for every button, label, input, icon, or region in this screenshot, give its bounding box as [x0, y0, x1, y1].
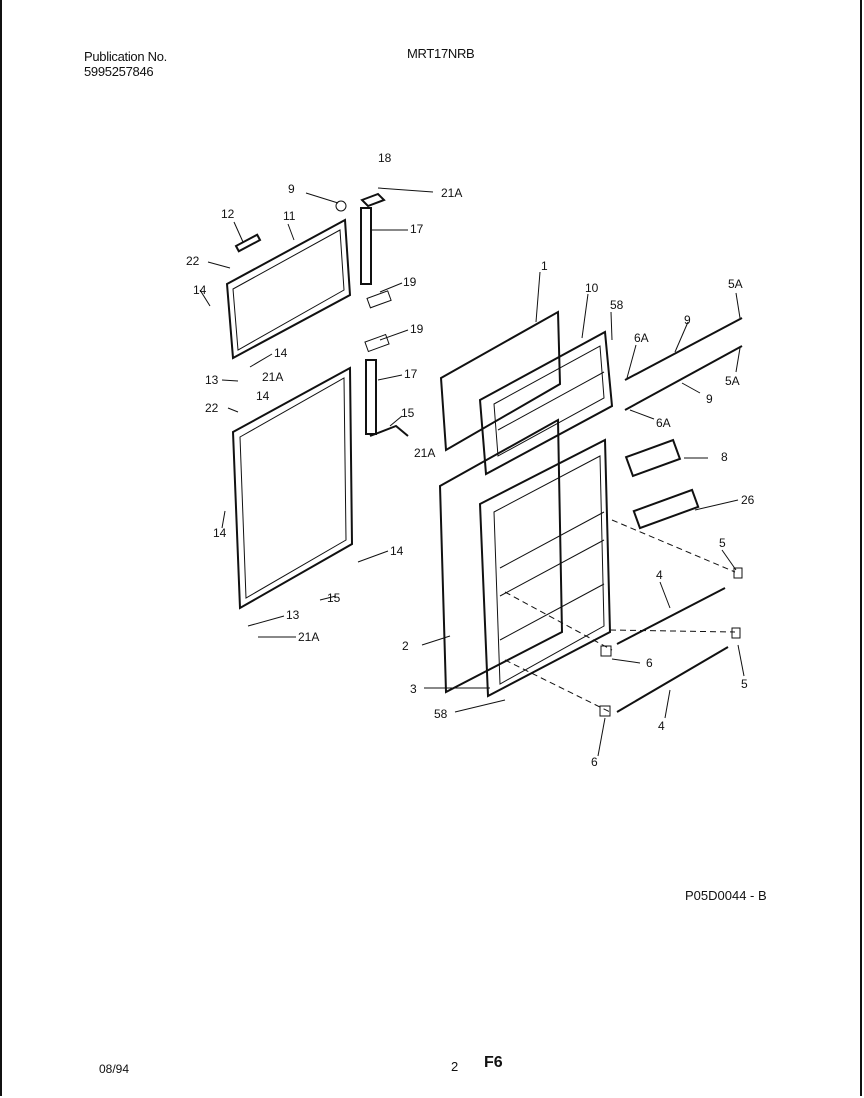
callout-18-upper: 17	[410, 222, 424, 236]
callout-26: 26	[741, 493, 755, 507]
model-number: MRT17NRB	[407, 46, 475, 61]
callout-5a-upper: 5A	[728, 277, 743, 291]
part-17	[369, 424, 409, 437]
diagram-id: P05D0044 - B	[685, 888, 767, 903]
callout-14-c: 14	[256, 389, 270, 403]
part-10	[335, 200, 347, 212]
handle-part-12	[234, 233, 262, 253]
callout-22-upper: 22	[186, 254, 200, 268]
callout-14-a: 14	[193, 283, 207, 297]
callout-15: 15	[327, 591, 341, 605]
part-7-butter-door	[624, 438, 682, 478]
freezer-door-liner	[225, 218, 352, 360]
part-8-lower	[624, 345, 743, 411]
part-19-upper	[366, 290, 392, 309]
callout-13-upper: 13	[205, 373, 219, 387]
part-6-upper	[600, 645, 612, 657]
fresh-food-gasket	[438, 418, 564, 694]
callout-11: 11	[283, 209, 296, 223]
callout-6-lower: 6	[591, 755, 598, 769]
callout-labels: 9 18 21A 12 11 17 22 14 19 19 14 13 21A …	[186, 151, 755, 769]
callout-20: 18	[378, 151, 392, 165]
callout-1: 1	[541, 259, 548, 273]
callout-14-e: 14	[390, 544, 404, 558]
callout-6a-upper: 6A	[634, 331, 649, 345]
part-19-lower	[364, 333, 390, 353]
fresh-food-door-liner	[231, 366, 354, 610]
fresh-food-door	[478, 438, 612, 698]
part-4-upper	[616, 587, 726, 645]
callout-7: 8	[721, 450, 728, 464]
callout-4-upper: 4	[656, 568, 663, 582]
callout-10: 9	[288, 182, 295, 196]
callout-21a-bottom: 21A	[298, 630, 319, 644]
part-20	[360, 192, 386, 208]
callout-21a-top: 21A	[441, 186, 462, 200]
callout-8-upper: 9	[684, 313, 691, 327]
callout-18-lower: 17	[404, 367, 418, 381]
part-5-upper	[733, 567, 743, 579]
publication-label: Publication No.	[84, 49, 167, 64]
callout-13-lower: 13	[286, 608, 300, 622]
freezer-gasket	[439, 310, 562, 452]
callout-19-upper: 19	[403, 275, 417, 289]
callout-12: 12	[221, 207, 235, 221]
part-6-lower	[599, 705, 611, 717]
callout-5-lower: 5	[741, 677, 748, 691]
callout-6a-lower: 6A	[656, 416, 671, 430]
callout-58-upper: 58	[610, 298, 624, 312]
part-18-upper	[360, 207, 372, 285]
footer-section: F6	[484, 1054, 503, 1071]
callout-4-lower: 4	[658, 719, 665, 733]
part-4-lower	[616, 646, 729, 713]
part-18-lower	[365, 359, 377, 435]
callout-8-lower: 9	[706, 392, 713, 406]
part-5-lower	[731, 627, 741, 639]
callout-2: 2	[402, 639, 409, 653]
part-26-egg-tray	[632, 488, 700, 530]
callout-21a-mid: 21A	[262, 370, 283, 384]
callout-14-b: 14	[274, 346, 288, 360]
callout-3: 3	[410, 682, 417, 696]
footer-date: 08/94	[99, 1062, 130, 1076]
callout-21a-right: 21A	[414, 446, 435, 460]
callout-5-upper: 5	[719, 536, 726, 550]
callout-19-lower: 19	[410, 322, 424, 336]
callout-5a-lower: 5A	[725, 374, 740, 388]
callout-14-d: 14	[213, 526, 227, 540]
freezer-door	[478, 330, 614, 476]
callout-22-lower: 22	[205, 401, 219, 415]
publication-number: 5995257846	[84, 64, 154, 79]
callout-58-lower: 58	[434, 707, 448, 721]
footer-page-number: 2	[451, 1059, 459, 1074]
callout-6-upper: 6	[646, 656, 653, 670]
part-8-upper	[624, 317, 743, 381]
callout-9: 10	[585, 281, 599, 295]
callout-17: 15	[401, 406, 415, 420]
